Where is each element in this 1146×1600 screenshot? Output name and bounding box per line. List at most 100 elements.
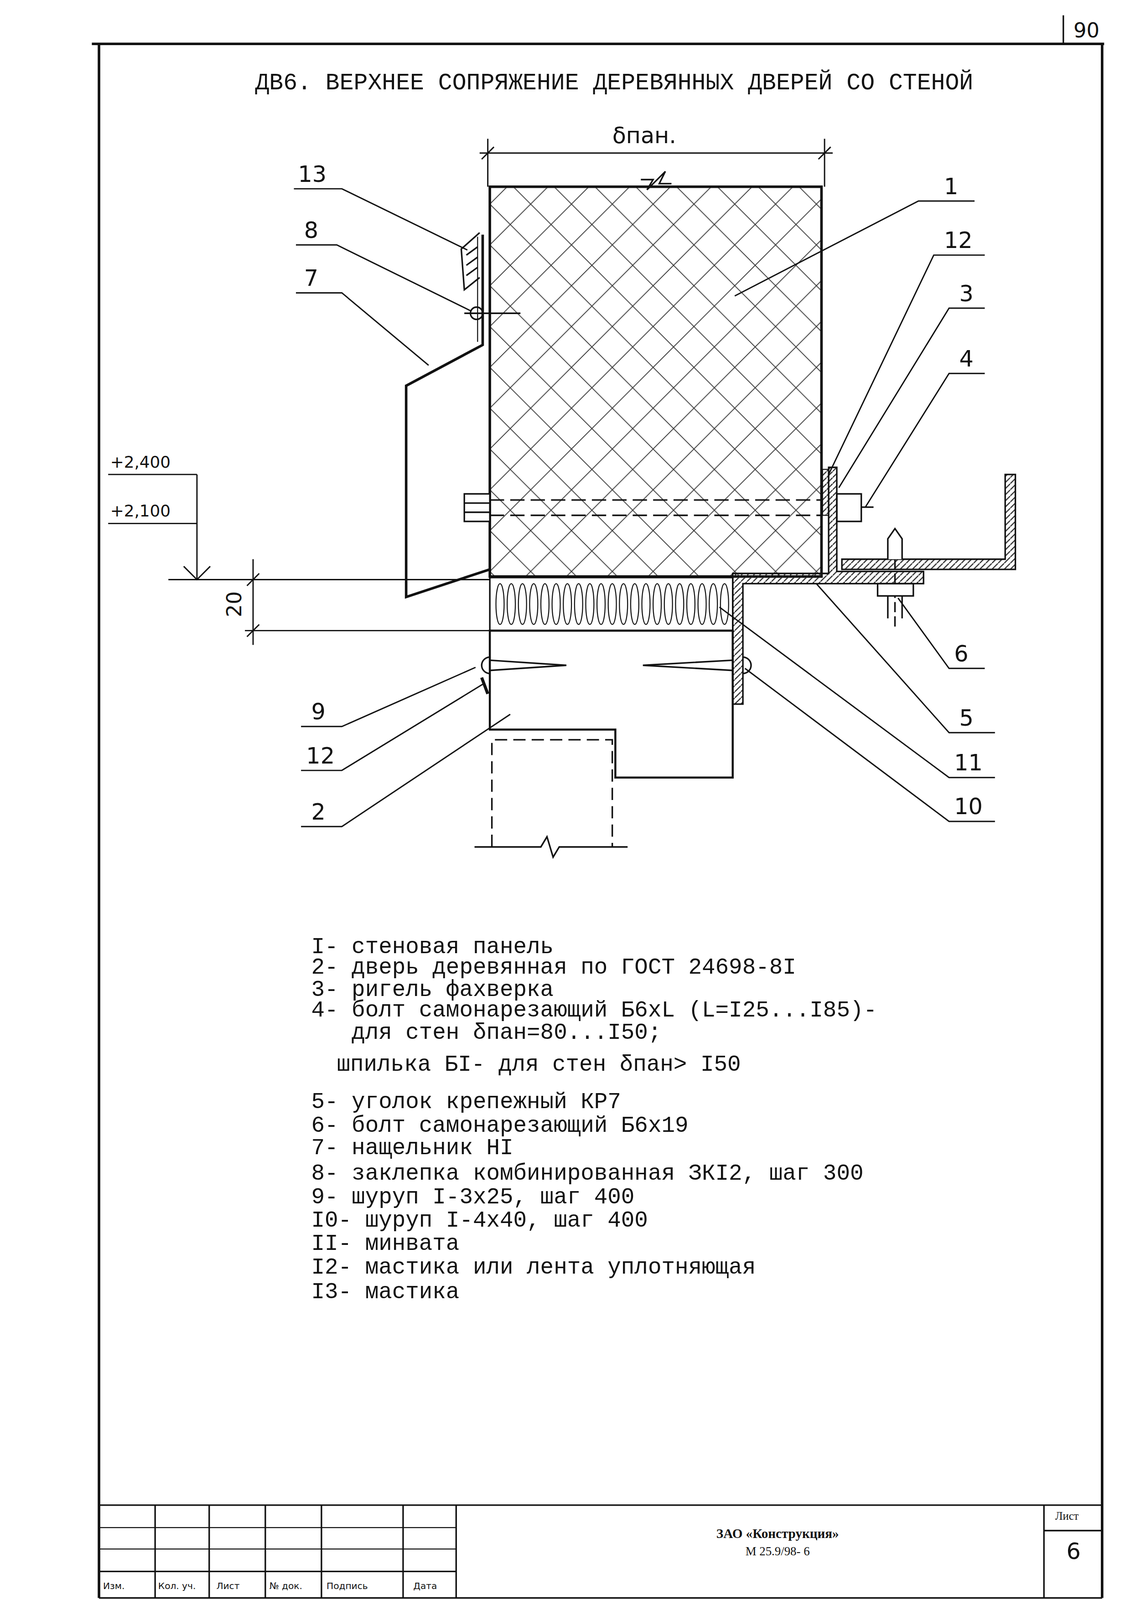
legend-note: I0- шуруп I-4х40, шаг 400	[311, 1210, 649, 1233]
title-block-cell: № док.	[269, 1581, 303, 1592]
dimension-line	[818, 146, 831, 160]
legend-note: 5- уголок крепежный КР7	[311, 1091, 622, 1115]
screw-bolt	[901, 596, 903, 619]
callout-number: 2	[311, 801, 326, 824]
callout-number: 4	[959, 347, 974, 371]
level-mark	[247, 624, 260, 638]
door-frame	[474, 630, 733, 858]
door-frame	[492, 740, 613, 848]
document-code: М 25.9/98- 6	[745, 1545, 810, 1559]
wall-panel	[640, 171, 672, 190]
wool-loop	[574, 583, 583, 625]
level-mark	[168, 579, 490, 581]
level-mark: +2,400	[110, 454, 171, 471]
wool-loop	[496, 583, 505, 625]
legend-note: I2- мастика или лента уплотняющая	[311, 1257, 757, 1280]
dimension-label: 20	[224, 591, 245, 618]
title-block-cell: Лист	[216, 1581, 240, 1592]
legend-note: II- минвата	[311, 1233, 460, 1256]
title-block	[98, 1571, 457, 1573]
wool-loop	[540, 583, 550, 625]
mineral-wool	[489, 577, 733, 631]
wool-loop	[563, 583, 572, 625]
bolt	[489, 499, 822, 501]
wood-screw	[481, 677, 488, 695]
organization-name: ЗАО «Конструкция»	[716, 1527, 840, 1541]
wool-loop	[630, 583, 639, 625]
level-mark	[108, 523, 198, 525]
legend-note: 2- дверь деревянная по ГОСТ 24698-8I	[311, 957, 797, 980]
wood-screw	[481, 657, 490, 675]
dimension-line	[481, 146, 494, 160]
title-block	[320, 1505, 322, 1599]
title-block	[1043, 1505, 1045, 1599]
legend-note: I3- мастика	[311, 1281, 460, 1305]
leader-line	[293, 188, 995, 827]
level-mark	[108, 473, 198, 476]
legend-note: 7- нащельник НI	[311, 1137, 514, 1161]
title-block	[98, 1549, 457, 1551]
wool-loop	[619, 583, 628, 625]
bolt	[464, 493, 874, 522]
legend-note: 6- болт самонарезающий Б6х19	[311, 1115, 689, 1138]
mineral-wool	[489, 577, 733, 631]
leader-line	[745, 668, 996, 822]
leader-line	[295, 292, 429, 366]
title-block-cell: Дата	[413, 1581, 437, 1592]
callout-number: 11	[954, 751, 983, 775]
level-mark	[108, 474, 490, 646]
wood-screw	[481, 657, 752, 695]
sheet-frame	[91, 42, 1105, 46]
level-mark	[196, 474, 198, 581]
leader-line	[300, 714, 511, 827]
dimension-line	[824, 138, 826, 187]
page-number: 90	[1073, 20, 1100, 42]
bolt	[489, 514, 822, 517]
callout-number: 5	[959, 707, 974, 730]
legend-note: шпилька БI- для стен δпан> I50	[336, 1054, 741, 1077]
callout-number: 7	[304, 267, 319, 290]
wood-screw	[643, 660, 733, 671]
wood-screw	[742, 657, 752, 675]
leader-line	[295, 244, 472, 312]
leader-line	[838, 308, 985, 488]
callout-number: 3	[959, 282, 974, 306]
wool-loop	[529, 583, 538, 625]
flashing	[406, 234, 490, 598]
sheet-frame	[1100, 43, 1104, 1599]
leader-line	[300, 667, 476, 727]
wool-loop	[709, 583, 718, 625]
leader-line	[816, 583, 996, 733]
drawing-title: ДВ6. ВЕРХНЕЕ СОПРЯЖЕНИЕ ДЕРЕВЯННЫХ ДВЕРЕ…	[254, 71, 974, 95]
bolt	[861, 506, 874, 509]
bolt	[464, 493, 490, 522]
sealing-strip	[822, 469, 829, 516]
callout-number: 12	[305, 745, 335, 768]
title-block	[98, 1527, 457, 1529]
legend-note: 3- ригель фахверка	[311, 979, 555, 1002]
dimension-line	[479, 152, 833, 154]
dimension-label: δпан.	[612, 124, 677, 147]
level-mark	[183, 566, 211, 580]
title-block	[98, 1505, 1103, 1599]
mastic	[461, 232, 480, 290]
title-block-cell: Изм.	[103, 1581, 125, 1592]
door-frame	[489, 630, 733, 778]
title-block	[1043, 1530, 1103, 1532]
wool-loop	[698, 583, 707, 625]
level-mark	[244, 630, 490, 632]
callout-number: 1	[943, 175, 959, 198]
sheet-number: 6	[1066, 1540, 1081, 1564]
fixing-angle	[732, 467, 924, 705]
dimension-line	[487, 138, 489, 187]
wool-loop	[608, 583, 617, 625]
leader-line	[300, 684, 484, 771]
mastic	[466, 247, 478, 276]
wood-screw	[489, 660, 567, 671]
bolt	[464, 502, 490, 504]
sheet-frame	[97, 43, 101, 1599]
wool-loop	[686, 583, 695, 625]
bolt	[464, 511, 490, 514]
wool-loop	[653, 583, 662, 625]
title-block	[208, 1505, 210, 1599]
